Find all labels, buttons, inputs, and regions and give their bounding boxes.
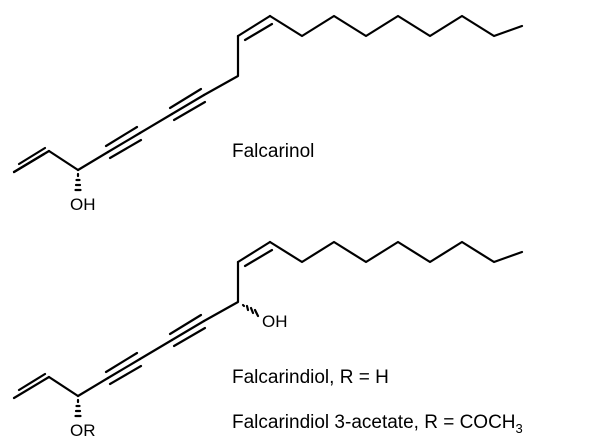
z-alkene-second-line: [243, 22, 274, 42]
z-alkene-bond-2: [236, 240, 272, 264]
vinyl-double-bond-2: [12, 372, 51, 400]
triple-bond-4-outer: [168, 313, 207, 348]
z-alkene-second-line-2: [243, 248, 274, 268]
c2-c3-bond: [47, 149, 80, 172]
compound-name-falcarindiol: Falcarindiol, R = H: [232, 367, 389, 388]
triple-bond-1-center: [106, 131, 142, 154]
triple-bond-1-outer: [104, 125, 143, 160]
falcarinol-structure: OH: [12, 14, 524, 214]
triple-bond-3-outer: [104, 351, 143, 386]
c3-c4-bond: [76, 150, 110, 172]
acetate-caption-subscript: 3: [516, 421, 523, 436]
carbinol-bonds: [202, 260, 240, 323]
diyne-connector-2: [138, 338, 174, 361]
triple-bond-2-outer: [168, 87, 207, 122]
alkyl-chain-2: [268, 240, 524, 264]
z-alkene-bond: [236, 14, 272, 38]
triple-bond-2-center: [170, 93, 206, 116]
triple-bond-3-center: [106, 357, 142, 380]
triple-bond-4-center: [170, 319, 206, 342]
vinyl-double-bond: [12, 146, 51, 174]
hashed-wedge-oh: [74, 172, 82, 192]
oh-label-2: OH: [262, 312, 288, 331]
compound-name-falcarinol: Falcarinol: [232, 141, 314, 162]
oh-label-1: OH: [70, 195, 96, 214]
alkyl-chain-1: [268, 14, 524, 38]
c3-c4-bond-2: [76, 376, 110, 398]
acetate-caption-text: Falcarindiol 3-acetate, R = COCH: [232, 412, 516, 433]
diyne-connector: [138, 112, 174, 135]
compound-name-acetate: Falcarindiol 3-acetate, R = COCH3: [232, 412, 523, 436]
c2-c3-bond-2: [47, 375, 80, 398]
hashed-wedge-or: [74, 398, 82, 418]
hashed-wedge-oh-2: [241, 303, 260, 318]
falcarindiol-structure: OH OR: [12, 240, 524, 439]
or-label: OR: [70, 421, 96, 439]
allylic-ch2-bonds: [202, 34, 240, 97]
